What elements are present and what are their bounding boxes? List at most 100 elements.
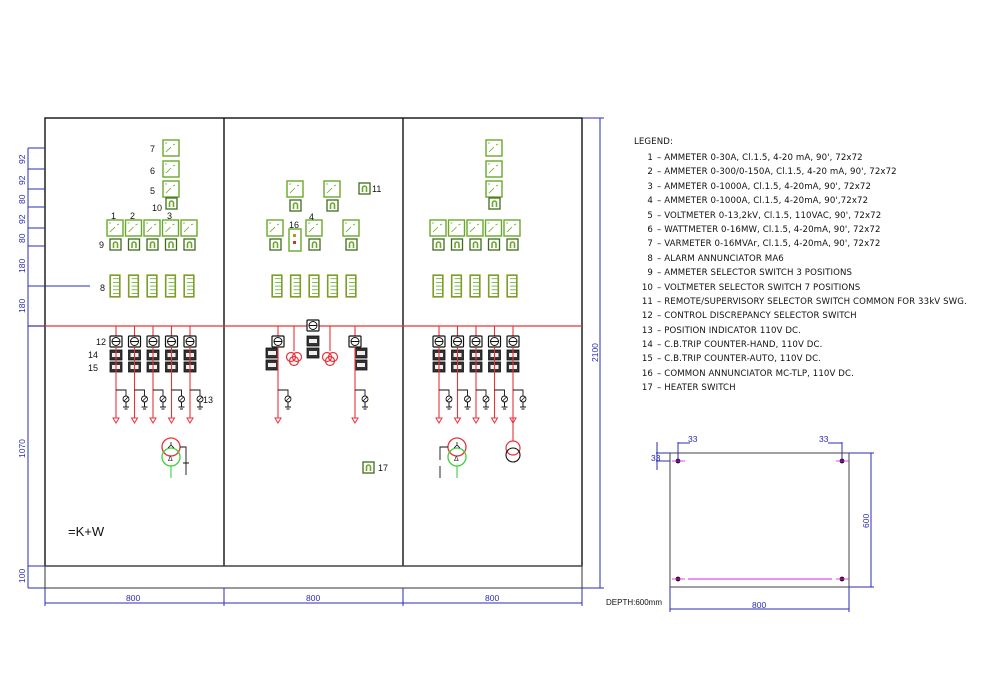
switch-knob xyxy=(186,241,193,248)
ammeter-icon xyxy=(342,219,360,237)
legend-item-text: POSITION INDICATOR 110V DC. xyxy=(664,325,801,336)
ammeter-selector-icon xyxy=(506,238,519,251)
switch-frame xyxy=(362,461,375,474)
meter-frame xyxy=(161,219,180,237)
discrepancy-switch-icon xyxy=(450,335,465,348)
earth-icon xyxy=(123,402,129,410)
switch-frame xyxy=(506,238,519,251)
callout-9: 9 xyxy=(99,240,104,250)
meter-scale xyxy=(308,222,319,233)
ammeter-icon xyxy=(180,219,198,237)
legend-item: 16– COMMON ANNUNCIATOR MC-TLP, 110V DC. xyxy=(634,367,967,381)
meter-scale xyxy=(165,142,176,153)
counter-window xyxy=(268,351,276,355)
switch-knob xyxy=(292,202,299,209)
varmeter-icon xyxy=(485,139,503,157)
indicator-slash xyxy=(123,396,129,402)
legend-item: 6– WATTMETER 0-16MW, Cl.1.5, 4-20mA, 90'… xyxy=(634,223,967,237)
legend-item-text: AMMETER SELECTOR SWITCH 3 POSITIONS xyxy=(664,268,853,279)
switch-knob xyxy=(365,464,372,471)
ammeter-selector-icon xyxy=(450,238,464,251)
legend-item: 8– ALARM ANNUNCIATOR MA6 xyxy=(634,252,967,266)
indicator-tap xyxy=(439,389,450,396)
meter-scale xyxy=(127,222,138,233)
alarm-annunciator-icon xyxy=(450,274,463,298)
feeder-circuit xyxy=(453,347,471,424)
indicator-tap xyxy=(134,389,145,396)
indicator-slash xyxy=(483,396,489,402)
alarm-annunciator-icon xyxy=(308,274,320,298)
indicator-tap xyxy=(190,389,201,396)
callout-15: 15 xyxy=(88,363,98,373)
callout-2: 2 xyxy=(130,211,135,221)
indicator-tap xyxy=(494,389,505,396)
indicator-slash xyxy=(179,396,184,402)
alarm-annunciator-icon xyxy=(345,274,357,298)
meter-scale xyxy=(345,222,356,233)
ammeter-icon xyxy=(484,219,503,237)
left-dimension-labels: 92 92 80 92 80 180 180 1070 100 800 800 … xyxy=(17,154,600,603)
ammeter-selector-icon xyxy=(183,238,196,251)
discrepancy-switch-icon xyxy=(487,335,502,348)
legend-item-dash: – xyxy=(657,253,665,264)
meter-frame xyxy=(429,219,447,237)
legend-item: 2– AMMETER 0-300/0-150A, Cl.1.5, 4-20 mA… xyxy=(634,165,967,179)
switch-frame xyxy=(164,238,178,251)
dim-width-panel-1: 800 xyxy=(126,593,140,603)
legend-item-dash: – xyxy=(657,383,665,394)
callout-16: 16 xyxy=(289,220,299,230)
common-annunciator-icon xyxy=(288,228,302,252)
meter-frame xyxy=(342,219,360,237)
meter-scale xyxy=(488,183,499,194)
meter-scale xyxy=(165,183,176,194)
primary-winding xyxy=(447,437,467,457)
switch-knob xyxy=(131,241,137,248)
ammeter-icon xyxy=(124,219,143,237)
discrepancy-switch-icon xyxy=(109,335,123,348)
cable-arrow-icon xyxy=(167,417,176,424)
cable-arrow-icon xyxy=(186,417,194,424)
meter-frame xyxy=(466,219,484,237)
legend-item-number: 16 xyxy=(641,368,653,379)
meter-scale xyxy=(109,222,120,233)
callout-6: 6 xyxy=(150,166,155,176)
indicator-tap xyxy=(116,389,127,396)
meter-frame xyxy=(162,139,180,157)
voltmeter-icon xyxy=(162,180,180,198)
voltmeter-icon xyxy=(485,180,503,198)
trip-counter-icon xyxy=(354,359,368,371)
legend-item: 4– AMMETER 0-1000A, Cl.1.5, 4-20mA, 90',… xyxy=(634,194,967,208)
ammeter-icon xyxy=(286,180,304,198)
switch-knob xyxy=(168,241,174,248)
switch-knob xyxy=(454,241,460,248)
switch-frame xyxy=(146,238,159,251)
annunciator-inner xyxy=(128,275,139,297)
meter-frame xyxy=(484,219,503,237)
discrepancy-switch-icon xyxy=(146,335,160,348)
ammeter-icon xyxy=(323,180,341,198)
switch-knob xyxy=(311,241,318,248)
feeder-circuit xyxy=(274,347,292,424)
annunciator-inner xyxy=(327,275,338,297)
dim-180-a: 180 xyxy=(17,259,27,273)
switch-frame xyxy=(326,199,339,212)
indicator-tap xyxy=(476,389,487,396)
indicator-slash xyxy=(362,396,368,402)
switch-knob xyxy=(272,241,279,248)
indicator-tap xyxy=(355,389,366,396)
meter-scale xyxy=(269,222,280,233)
discrepancy-switch-icon xyxy=(506,335,520,348)
switch-frame xyxy=(488,197,501,210)
dim-80-b: 80 xyxy=(17,233,27,243)
cable-arrow-icon xyxy=(351,417,359,424)
base-plan-outline xyxy=(669,452,850,588)
legend-item: 17– HEATER SWITCH xyxy=(634,381,967,395)
switch-frame xyxy=(469,238,482,251)
feeder-circuit xyxy=(186,347,204,424)
ammeter-icon xyxy=(161,219,180,237)
meter-scale xyxy=(488,163,499,174)
meter-scale xyxy=(289,183,300,194)
cable-arrow-icon xyxy=(472,417,480,424)
meter-scale xyxy=(183,222,194,233)
